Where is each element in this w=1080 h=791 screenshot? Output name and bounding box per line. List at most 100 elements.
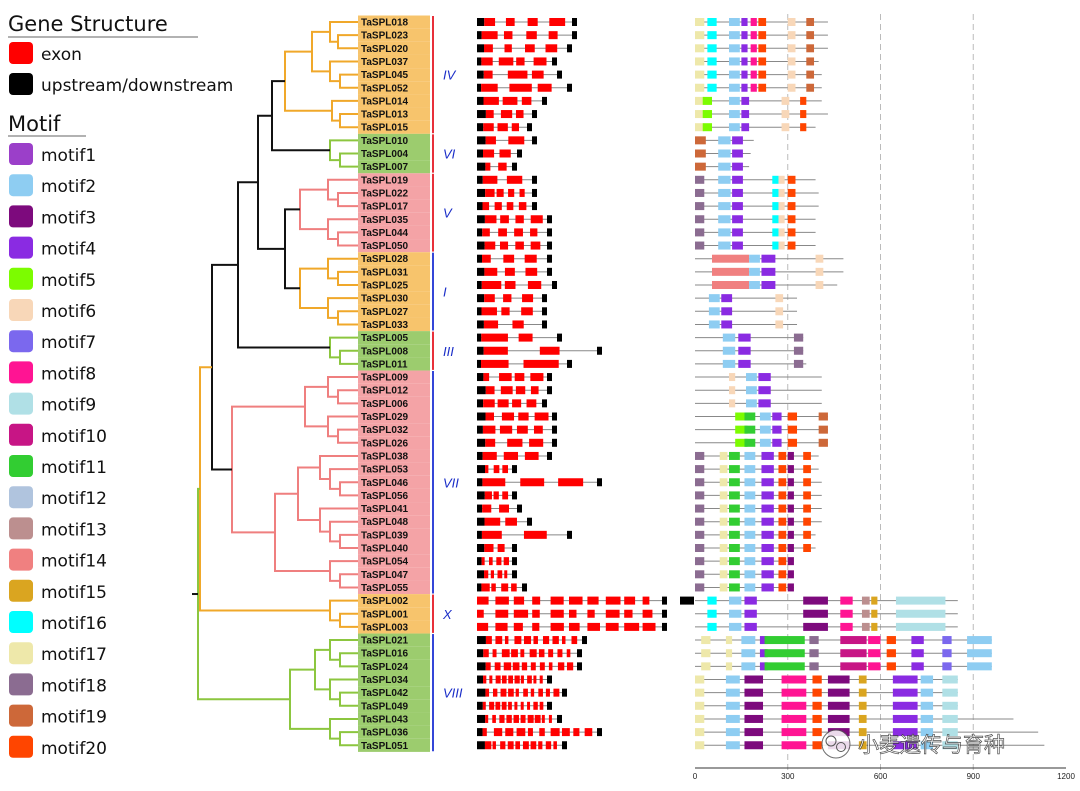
- downstream-block: [512, 491, 517, 500]
- exon-block: [501, 675, 507, 684]
- exon-block: [526, 399, 537, 408]
- exon-block: [508, 675, 514, 684]
- motif4-block: [892, 701, 918, 710]
- tree-branch: [297, 466, 320, 522]
- exon-block: [539, 701, 544, 710]
- exon-block: [493, 728, 503, 737]
- motif16-block: [772, 188, 779, 197]
- exon-block: [506, 202, 514, 211]
- motif3-block: [787, 504, 794, 513]
- motif2-block: [749, 281, 760, 289]
- upstream-block: [477, 110, 486, 119]
- motif8-block: [750, 18, 757, 26]
- tree-branch: [329, 678, 358, 701]
- motif4-block: [772, 438, 782, 447]
- gene-label-box: [358, 357, 430, 371]
- motif16-block: [707, 609, 717, 618]
- motif19-block: [818, 425, 828, 434]
- exon-block: [518, 412, 529, 421]
- exon-block: [512, 399, 522, 408]
- downstream-block: [542, 320, 547, 329]
- exon-block: [518, 333, 533, 342]
- motif13-label: motif13: [41, 520, 107, 540]
- motif8-block: [781, 728, 807, 737]
- downstream-block: [552, 425, 557, 434]
- motif4-block: [738, 359, 751, 368]
- motif5-block: [735, 412, 748, 421]
- gene-label-box: [358, 265, 430, 279]
- upstream-block: [477, 215, 485, 224]
- exon-block: [485, 386, 495, 395]
- motif20-block: [800, 96, 807, 105]
- motif19-swatch: [9, 704, 33, 727]
- exon-block: [504, 44, 512, 53]
- motif20-block: [787, 202, 796, 211]
- motif9-block: [895, 609, 946, 618]
- motif4-block: [761, 570, 774, 579]
- tree-branch: [327, 415, 358, 438]
- gene-name: TaSPL055: [361, 583, 408, 594]
- exon-block: [507, 741, 514, 750]
- motif16-block: [707, 44, 717, 53]
- gene-label-box: [358, 567, 430, 581]
- downstream-block: [552, 281, 557, 289]
- gene-name: TaSPL004: [361, 149, 408, 160]
- motif17-block: [725, 662, 733, 671]
- gene-label-box: [358, 331, 430, 345]
- motif2-block: [967, 649, 992, 658]
- motif6-block: [787, 44, 796, 53]
- motif19-block: [818, 438, 828, 447]
- upstream-block: [477, 57, 482, 66]
- upstream-block: [477, 346, 484, 355]
- motif20-block: [886, 636, 896, 645]
- downstream-block: [547, 254, 552, 263]
- motif1-label: motif1: [41, 146, 96, 166]
- motif6-block: [815, 267, 824, 276]
- gene-label-box: [358, 199, 430, 213]
- motif16-block: [707, 596, 717, 605]
- motif8-label: motif8: [41, 364, 96, 384]
- motif3-block: [787, 478, 794, 487]
- exon-block: [500, 215, 509, 224]
- tree-branch: [337, 389, 358, 405]
- upstream-block: [477, 649, 484, 658]
- exon-block: [532, 609, 540, 618]
- motif20-block: [778, 451, 787, 460]
- exon-block: [530, 386, 539, 395]
- downstream-block: [547, 267, 552, 276]
- motif4-block: [732, 149, 743, 158]
- motif2-block: [729, 609, 742, 618]
- tree-branch: [327, 178, 358, 201]
- upstream-block: [477, 123, 484, 132]
- motif17-block: [695, 688, 705, 697]
- motif18-block: [695, 570, 705, 579]
- motif17-block: [719, 491, 728, 500]
- gene-label-box: [358, 594, 430, 608]
- motif6-swatch: [9, 299, 33, 321]
- motif16-block: [707, 31, 717, 40]
- upstream-block: [477, 294, 485, 303]
- exon-block: [504, 267, 515, 276]
- downstream-block: [597, 728, 602, 737]
- motif6-block: [778, 202, 785, 211]
- gene-name: TaSPL014: [361, 96, 408, 107]
- motif4-block: [741, 83, 748, 92]
- motif20-block: [778, 478, 787, 487]
- motif11-block: [729, 530, 740, 539]
- downstream-block: [572, 31, 577, 40]
- motif3-block: [827, 714, 850, 723]
- exon-block: [484, 267, 498, 276]
- motif5-block: [735, 438, 748, 447]
- motif16-block: [707, 18, 717, 26]
- motif2-block: [744, 583, 756, 592]
- motif4-block: [892, 675, 918, 684]
- exon-block: [513, 714, 519, 723]
- gene-label-box: [358, 646, 430, 660]
- upstream-block: [477, 714, 486, 723]
- exon-block: [484, 517, 501, 526]
- motif14-block: [712, 281, 750, 289]
- gene-name: TaSPL043: [361, 714, 408, 725]
- motif17-block: [695, 96, 705, 105]
- motif8-block: [868, 636, 881, 645]
- motif20-block: [812, 688, 822, 697]
